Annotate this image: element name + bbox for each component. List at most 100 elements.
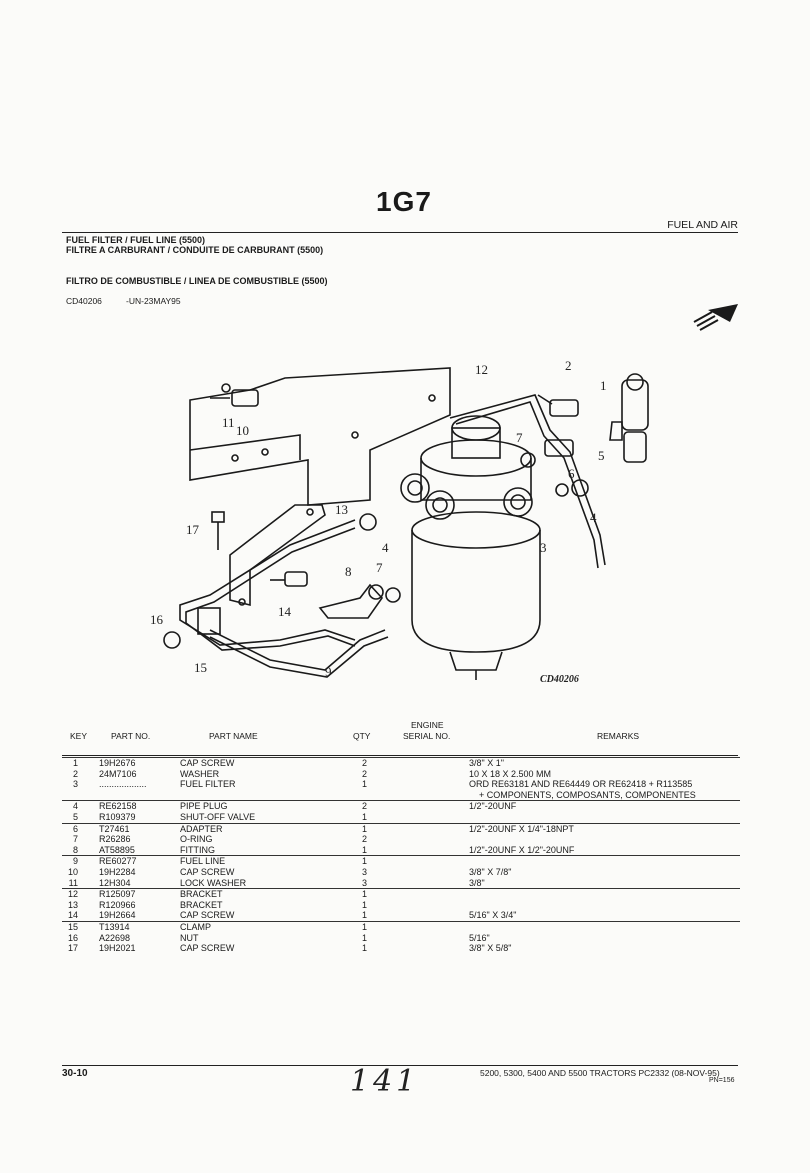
title-spanish: FILTRO DE COMBUSTIBLE / LINEA DE COMBUST… (66, 276, 328, 286)
table-row: 10 19H2284 CAP SCREW 3 3/8" X 7/8" (62, 867, 740, 878)
row-part-name: CAP SCREW (180, 866, 235, 877)
section-code: 1G7 (376, 186, 432, 217)
row-key: 10 (67, 866, 78, 877)
col-header-engine: ENGINE (411, 720, 444, 730)
row-qty: 2 (362, 834, 368, 845)
col-header-part-no: PART NO. (111, 731, 151, 741)
row-part-no: 19H2664 (99, 910, 136, 921)
row-qty: 2 (362, 801, 368, 812)
row-part-name: FITTING (180, 844, 215, 855)
callout-3: 3 (540, 540, 547, 555)
row-key: 9 (72, 856, 78, 867)
row-part-no: R26286 (99, 834, 131, 845)
row-part-name: CLAMP (180, 921, 212, 932)
row-remarks: 1/2"-20UNF X 1/2"-20UNF (469, 844, 575, 855)
row-qty: 1 (362, 943, 368, 954)
row-part-no: R125097 (99, 889, 136, 900)
callout-16: 16 (150, 612, 164, 627)
exploded-parts-diagram: 1 2 3 4 4 5 6 7 7 8 9 10 11 12 13 14 15 … (150, 358, 649, 685)
title-english: FUEL FILTER / FUEL LINE (5500) (66, 235, 206, 245)
row-part-no: T13914 (99, 921, 130, 932)
callout-7b: 7 (376, 560, 383, 575)
row-remarks: 1/2"-20UNF (469, 801, 517, 812)
callout-13: 13 (335, 502, 348, 517)
row-part-no: R120966 (99, 899, 136, 910)
row-key: 4 (72, 801, 78, 812)
row-key: 11 (68, 877, 78, 888)
row-part-name: ADAPTER (180, 823, 223, 834)
row-part-no: 24M7106 (99, 768, 137, 779)
row-remarks: 3/8" X 5/8" (469, 943, 512, 954)
row-part-name: CAP SCREW (180, 910, 235, 921)
row-qty: 1 (362, 910, 368, 921)
row-key: 3 (72, 779, 78, 790)
row-part-no: 19H2284 (99, 866, 136, 877)
row-qty: 1 (362, 921, 368, 932)
footer-page-ref: 30-10 (62, 1068, 88, 1079)
row-qty: 1 (362, 844, 368, 855)
row-remarks: + COMPONENTS, COMPOSANTS, COMPONENTES (479, 789, 696, 800)
row-part-no: 19H2021 (99, 943, 136, 954)
row-key: 16 (67, 932, 78, 943)
row-key: 17 (67, 943, 78, 954)
row-remarks: 3/8" X 1" (469, 758, 504, 768)
row-qty: 2 (362, 768, 368, 779)
callout-4a: 4 (382, 540, 389, 555)
callout-labels: 1 2 3 4 4 5 6 7 7 8 9 10 11 12 13 14 15 … (150, 358, 607, 685)
row-part-name: FUEL FILTER (180, 779, 236, 790)
callout-5: 5 (598, 448, 605, 463)
row-part-name: NUT (180, 932, 199, 943)
row-key: 15 (67, 921, 78, 932)
row-part-no: RE60277 (99, 856, 137, 867)
col-header-qty: QTY (353, 731, 371, 741)
col-header-serial: SERIAL NO. (403, 731, 451, 741)
row-part-no: 12H304 (99, 877, 131, 888)
callout-11: 11 (222, 415, 235, 430)
table-header-rule (62, 755, 738, 756)
header-rule (62, 232, 738, 233)
row-remarks: 5/16" (469, 932, 490, 943)
col-header-part-name: PART NAME (209, 731, 258, 741)
row-part-name: FUEL LINE (180, 856, 226, 867)
bracket-13-shape (229, 504, 326, 607)
row-key: 6 (72, 823, 78, 834)
title-french: FILTRE A CARBURANT / CONDUITE DE CARBURA… (66, 245, 324, 255)
row-part-no: R109379 (99, 811, 136, 822)
callout-12: 12 (475, 362, 488, 377)
row-qty: 3 (362, 866, 368, 877)
row-qty: 1 (362, 811, 368, 822)
row-part-name: CAP SCREW (180, 758, 235, 768)
table-row: 15 T13914 CLAMP 1 (62, 920, 740, 933)
row-part-no: AT58895 (99, 844, 135, 855)
row-remarks: 3/8" X 7/8" (469, 866, 512, 877)
row-part-name: PIPE PLUG (180, 801, 228, 812)
row-part-no: A22698 (99, 932, 131, 943)
footer-publication: 5200, 5300, 5400 AND 5500 TRACTORS PC233… (480, 1068, 720, 1078)
row-remarks: 10 X 18 X 2.500 MM (469, 768, 552, 779)
callout-8: 8 (345, 564, 352, 579)
row-qty: 1 (362, 889, 368, 900)
row-key: 1 (72, 758, 78, 768)
figure-caption: CD40206 (540, 674, 579, 685)
direction-arrow-icon (693, 304, 738, 331)
row-part-name: O-RING (180, 834, 213, 845)
figure-id: CD40206 (66, 296, 102, 306)
row-part-no: ................... (99, 779, 147, 790)
row-part-name: CAP SCREW (180, 943, 235, 954)
row-remarks: 1/2"-20UNF X 1/4"-18NPT (469, 823, 574, 834)
callout-15: 15 (194, 660, 207, 675)
row-remarks: 3/8" (469, 877, 485, 888)
col-header-remarks: REMARKS (597, 731, 640, 741)
row-qty: 1 (362, 823, 368, 834)
callout-17: 17 (186, 522, 200, 537)
section-name: FUEL AND AIR (667, 219, 738, 231)
